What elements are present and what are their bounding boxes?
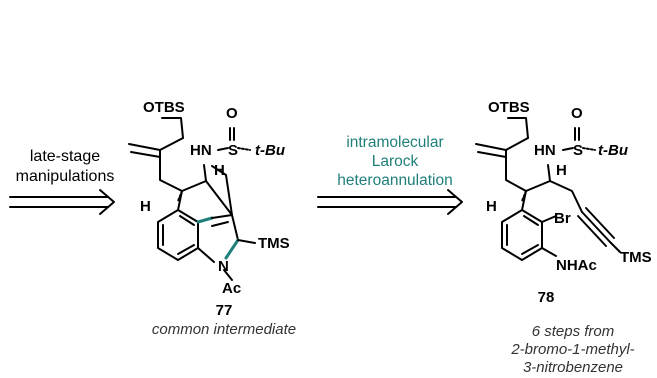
compound-78-caption-line1: 6 steps from: [532, 323, 615, 340]
arrow2-label-line2: Larock: [372, 153, 419, 170]
c78-h-top: H: [556, 162, 567, 179]
c78-nhac: NHAc: [556, 257, 597, 274]
c77-oxygen: O: [226, 105, 238, 122]
c78-sulfur: S: [573, 142, 583, 159]
c78-hn: HN: [534, 142, 556, 159]
retro-arrow-2: intramolecular Larock heteroannulation: [317, 134, 463, 215]
arrow2-label-line3: heteroannulation: [337, 172, 453, 189]
c77-h-left: H: [140, 198, 151, 215]
c77-acetyl: Ac: [222, 280, 241, 297]
c77-otbs: OTBS: [143, 99, 185, 116]
arrow1-label-line1: late-stage: [30, 148, 100, 165]
c77-tbu: t-Bu: [255, 142, 285, 159]
compound-78-label: 78: [538, 289, 555, 306]
c77-tms: TMS: [258, 235, 290, 252]
c78-tbu: t-Bu: [598, 142, 628, 159]
c78-h-left: H: [486, 198, 497, 215]
compound-77-structure: OTBS O HN S t-Bu H H TMS N Ac 77 common …: [128, 99, 296, 338]
c78-oxygen: O: [571, 105, 583, 122]
c77-nitrogen: N: [218, 258, 229, 275]
compound-77-label: 77: [216, 302, 233, 319]
c77-sulfur: S: [228, 142, 238, 159]
c78-tms: TMS: [620, 249, 652, 266]
c77-hn: HN: [190, 142, 212, 159]
compound-78-caption-line2: 2-bromo-1-methyl-: [510, 341, 634, 358]
compound-78-caption-line3: 3-nitrobenzene: [523, 359, 623, 376]
c78-bromine: Br: [554, 210, 571, 227]
c77-h-top: H: [214, 162, 225, 179]
compound-78-structure: OTBS O HN S t-Bu H H Br NHAc TMS 78 6 st…: [475, 99, 652, 376]
retro-arrow-1: late-stage manipulations: [9, 148, 115, 215]
compound-77-caption: common intermediate: [152, 321, 296, 338]
c78-otbs: OTBS: [488, 99, 530, 116]
arrow2-label-line1: intramolecular: [346, 134, 443, 151]
arrow1-label-line2: manipulations: [16, 168, 115, 185]
